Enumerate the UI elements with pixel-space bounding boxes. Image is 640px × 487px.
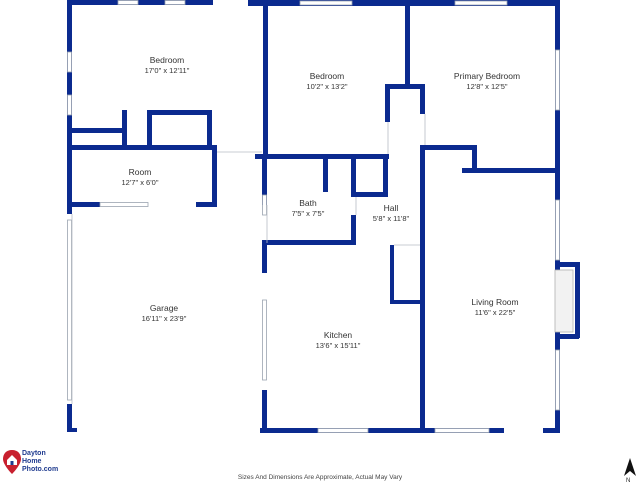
interior-walls [72,6,560,433]
room-dimensions: 7'5" x 7'5" [291,208,325,218]
room-name: Hall [383,203,399,213]
room-name: Bedroom [309,71,345,81]
room-dimensions: 12'8" x 12'5" [466,81,508,91]
disclaimer-text: Sizes And Dimensions Are Approximate, Ac… [237,474,403,481]
room-label: Bedroom 17'0" x 12'11" [145,55,190,75]
logo-line: Home [22,458,42,465]
door-marks [71,114,426,404]
room-name: Room [128,167,152,177]
logo-line: Dayton [22,450,46,457]
room-name: Garage [149,303,179,313]
room-dimensions: 12'7" x 6'0" [121,177,159,187]
room-dimensions: 5'8" x 11'8" [372,213,410,223]
room-label: Bedroom 10'2" x 13'2" [306,71,347,91]
room-name: Living Room [471,297,519,307]
room-label: Primary Bedroom 12'8" x 12'5" [454,71,520,91]
logo-line: Photo.com [22,466,59,473]
room-dimensions: 13'6" x 15'11" [315,340,361,350]
room-dimensions: 11'6" x 22'5" [474,307,516,317]
room-name: Kitchen [323,330,353,340]
room-label: Living Room 11'6" x 22'5" [471,297,518,317]
room-name: Primary Bedroom [453,71,521,81]
room-dimensions: 16'11" x 23'9" [141,313,187,323]
room-label: Garage 16'11" x 23'9" [142,303,187,323]
company-logo: Dayton Home Photo.com [2,448,82,478]
house-pin-icon [3,450,21,474]
room-name: Bedroom [149,55,185,65]
north-label: N [626,478,631,484]
room-name: Bath [299,198,317,208]
windows [67,0,574,433]
room-dimensions: 17'0" x 12'11" [144,65,190,75]
room-label: Hall 5'8" x 11'8" [373,203,409,223]
room-dimensions: 10'2" x 13'2" [306,81,348,91]
room-label: Kitchen 13'6" x 15'11" [316,330,361,350]
room-label: Bath 7'5" x 7'5" [292,198,325,218]
room-label: Room 12'7" x 6'0" [122,167,159,187]
north-arrow-icon [624,458,636,476]
